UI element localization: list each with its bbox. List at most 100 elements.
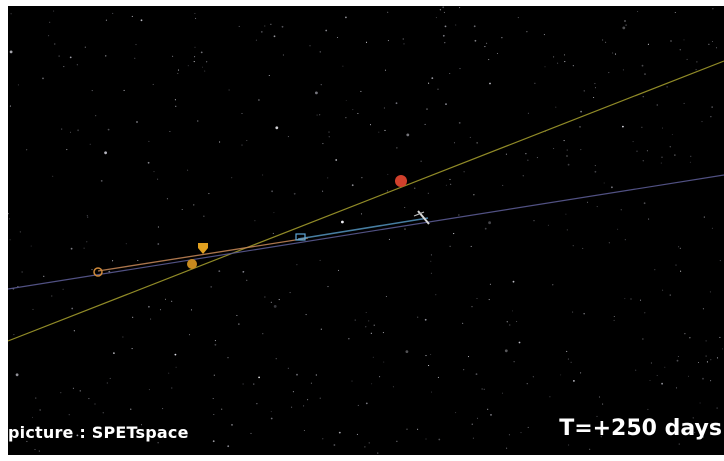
star bbox=[594, 170, 597, 173]
star bbox=[646, 150, 648, 152]
star bbox=[424, 318, 427, 321]
star-field bbox=[8, 6, 724, 454]
star bbox=[488, 221, 491, 225]
star bbox=[388, 238, 390, 240]
star bbox=[406, 428, 408, 430]
star bbox=[712, 8, 714, 10]
star bbox=[711, 106, 713, 108]
star bbox=[291, 406, 293, 408]
star bbox=[583, 90, 585, 92]
star bbox=[622, 125, 624, 128]
star bbox=[463, 171, 465, 173]
star bbox=[716, 357, 719, 359]
star bbox=[159, 309, 162, 311]
star bbox=[516, 320, 518, 323]
star bbox=[30, 245, 32, 247]
star bbox=[258, 376, 260, 379]
star bbox=[699, 402, 701, 404]
star bbox=[262, 333, 264, 335]
star bbox=[8, 213, 9, 215]
star bbox=[371, 383, 373, 385]
star bbox=[123, 89, 125, 91]
star bbox=[701, 121, 703, 123]
ring-marker-icon[interactable] bbox=[93, 267, 103, 277]
star bbox=[602, 39, 604, 41]
star bbox=[270, 411, 272, 413]
star bbox=[260, 31, 263, 33]
star bbox=[662, 289, 664, 291]
star bbox=[406, 133, 410, 137]
star bbox=[354, 319, 356, 321]
star bbox=[319, 259, 321, 261]
star bbox=[476, 417, 479, 419]
star bbox=[213, 374, 215, 376]
star bbox=[582, 247, 584, 249]
spacecraft-icon[interactable] bbox=[413, 210, 430, 225]
star bbox=[472, 437, 474, 439]
space-viewport[interactable] bbox=[8, 6, 724, 455]
star bbox=[695, 69, 697, 71]
star bbox=[100, 180, 103, 182]
star bbox=[675, 387, 678, 389]
star bbox=[51, 295, 53, 297]
star bbox=[435, 17, 437, 19]
star bbox=[702, 436, 704, 438]
star bbox=[690, 155, 692, 157]
star bbox=[273, 212, 275, 214]
star bbox=[613, 315, 615, 318]
star bbox=[614, 53, 617, 55]
star bbox=[113, 352, 115, 354]
star bbox=[345, 117, 347, 119]
star bbox=[157, 243, 160, 245]
star bbox=[566, 155, 568, 157]
star bbox=[481, 388, 483, 390]
star bbox=[310, 382, 312, 384]
star bbox=[666, 86, 668, 88]
star bbox=[171, 300, 173, 302]
star bbox=[602, 403, 604, 405]
star bbox=[42, 77, 44, 80]
star bbox=[455, 412, 457, 414]
star bbox=[697, 361, 700, 364]
star bbox=[392, 386, 394, 388]
star bbox=[686, 58, 688, 60]
planet-mars-icon[interactable] bbox=[395, 175, 407, 187]
star bbox=[195, 17, 197, 19]
star bbox=[641, 126, 643, 128]
star bbox=[603, 182, 605, 184]
star bbox=[194, 12, 196, 15]
star bbox=[320, 84, 322, 86]
marker-icon[interactable] bbox=[198, 243, 208, 254]
star bbox=[379, 376, 381, 378]
star bbox=[431, 77, 434, 79]
star bbox=[527, 112, 529, 114]
star bbox=[642, 96, 644, 98]
star bbox=[188, 334, 191, 336]
star bbox=[227, 357, 229, 359]
star bbox=[241, 144, 243, 146]
star bbox=[365, 311, 367, 314]
star bbox=[60, 392, 62, 394]
star bbox=[95, 115, 97, 117]
star bbox=[150, 318, 152, 320]
planet-body-icon[interactable] bbox=[187, 259, 197, 269]
star bbox=[258, 99, 260, 101]
star bbox=[427, 192, 429, 194]
star bbox=[70, 247, 73, 250]
star bbox=[384, 69, 387, 71]
star bbox=[473, 25, 476, 28]
star bbox=[43, 275, 45, 277]
star bbox=[264, 25, 266, 27]
star bbox=[69, 56, 72, 59]
star bbox=[262, 174, 264, 176]
star bbox=[8, 218, 10, 220]
star bbox=[71, 307, 74, 310]
star bbox=[169, 130, 171, 133]
star bbox=[58, 55, 60, 57]
star bbox=[356, 433, 358, 435]
star bbox=[711, 40, 714, 43]
target-marker-icon[interactable] bbox=[295, 233, 306, 241]
star bbox=[622, 69, 624, 71]
star bbox=[430, 254, 432, 256]
star bbox=[319, 397, 321, 399]
